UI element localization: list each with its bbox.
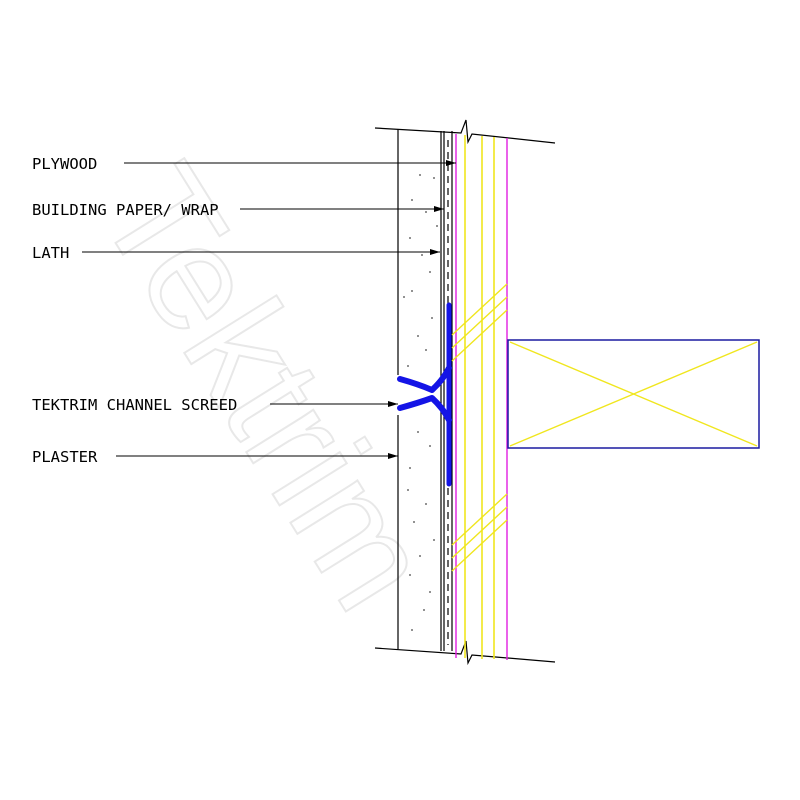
channel-screed [397, 302, 452, 487]
sheathing [455, 134, 508, 660]
break-line-top [374, 119, 556, 145]
label-plywood: PLYWOOD [32, 155, 97, 173]
label-plaster: PLASTER [32, 448, 98, 466]
beam-section [507, 339, 760, 449]
studs [464, 135, 495, 659]
label-channel-screed: TEKTRIM CHANNEL SCREED [32, 396, 237, 414]
break-line-bottom [374, 640, 556, 666]
label-building-paper: BUILDING PAPER/ WRAP [32, 201, 219, 219]
label-lath: LATH [32, 244, 69, 262]
stud-hatching-upper [451, 283, 508, 362]
stud-hatching-lower [451, 493, 508, 572]
leader-lines [82, 160, 456, 459]
building-paper-and-plywood [443, 131, 453, 651]
plaster-texture [403, 174, 438, 631]
